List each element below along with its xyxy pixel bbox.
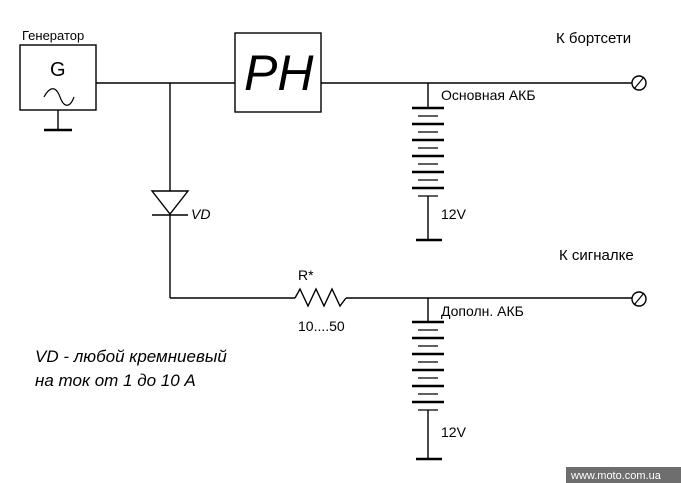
signal-label: К сигналке bbox=[559, 247, 634, 264]
diode-label: VD bbox=[191, 206, 210, 222]
main-battery-voltage: 12V bbox=[441, 206, 467, 222]
terminal-signal-circle bbox=[631, 291, 647, 307]
watermark: www.moto.com.ua bbox=[570, 470, 662, 482]
note-line-1: VD - любой кремниевый bbox=[35, 347, 227, 366]
onboard-network-label: К бортсети bbox=[556, 30, 631, 47]
regulator: PH bbox=[234, 32, 322, 113]
generator-label: Генератор bbox=[22, 28, 84, 43]
terminal-onboard-circle bbox=[631, 75, 647, 91]
resistor-label: R* bbox=[298, 267, 314, 283]
main-battery bbox=[412, 83, 444, 242]
ac-wave-icon bbox=[43, 88, 75, 106]
terminal-onboard-slash bbox=[633, 76, 645, 90]
resistor bbox=[294, 287, 347, 308]
main-battery-label: Основная АКБ bbox=[441, 87, 536, 103]
aux-battery bbox=[412, 298, 444, 461]
resistor-value: 10....50 bbox=[298, 318, 345, 334]
aux-battery-label: Дополн. АКБ bbox=[441, 303, 524, 319]
terminal-onboard bbox=[631, 75, 647, 91]
diode-triangle bbox=[150, 190, 190, 216]
aux-battery-voltage: 12V bbox=[441, 424, 467, 440]
terminal-signal-slash bbox=[633, 292, 645, 306]
note-line-2: на ток от 1 до 10 А bbox=[35, 371, 196, 390]
diode bbox=[150, 190, 190, 216]
generator-symbol: G bbox=[50, 59, 66, 81]
regulator-label: PH bbox=[244, 45, 314, 101]
watermark-bg bbox=[566, 467, 681, 483]
regulator-box bbox=[234, 32, 322, 113]
terminal-signal bbox=[631, 291, 647, 307]
generator: Генератор G bbox=[19, 28, 97, 132]
